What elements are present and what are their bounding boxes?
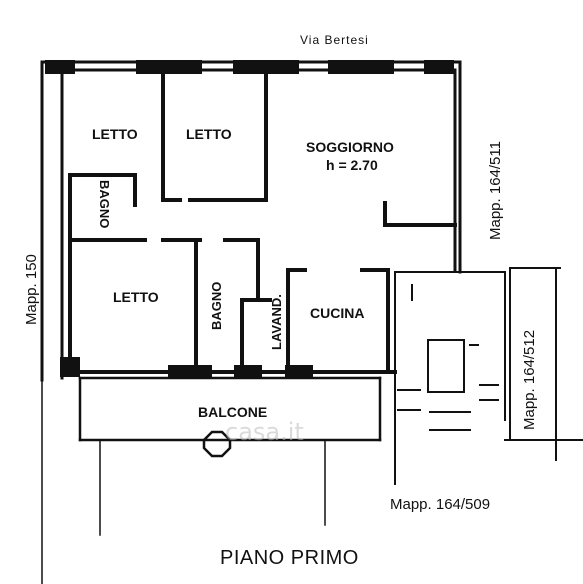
room-label-bagno-2: BAGNO bbox=[209, 281, 224, 330]
room-label-soggiorno: SOGGIORNO bbox=[306, 139, 394, 155]
interior-walls bbox=[68, 70, 457, 374]
street-label: Via Bertesi bbox=[300, 33, 369, 47]
room-label-letto-2: LETTO bbox=[186, 126, 232, 142]
floor-title: PIANO PRIMO bbox=[220, 547, 359, 569]
room-label-cucina: CUCINA bbox=[310, 305, 365, 321]
neighbor-bottom-label: Mapp. 164/509 bbox=[390, 496, 491, 513]
room-label-letto-1: LETTO bbox=[92, 126, 138, 142]
room-label-balcone: BALCONE bbox=[198, 404, 268, 420]
room-label-letto-3: LETTO bbox=[113, 289, 159, 305]
neighbor-right-top-label: Mapp. 164/511 bbox=[487, 141, 504, 240]
lower-lines bbox=[41, 379, 326, 584]
room-label-bagno-1: BAGNO bbox=[97, 180, 112, 229]
neighbor-left-label: Mapp. 150 bbox=[23, 254, 40, 325]
balcony-outline bbox=[78, 376, 382, 458]
watermark: casa.it bbox=[225, 418, 304, 446]
room-label-lavand: LAVAND. bbox=[269, 294, 284, 350]
neighbor-right-mid-label: Mapp. 164/512 bbox=[521, 329, 538, 430]
room-label-soggiorno-height: h = 2.70 bbox=[326, 157, 378, 173]
stair-area bbox=[394, 267, 583, 485]
